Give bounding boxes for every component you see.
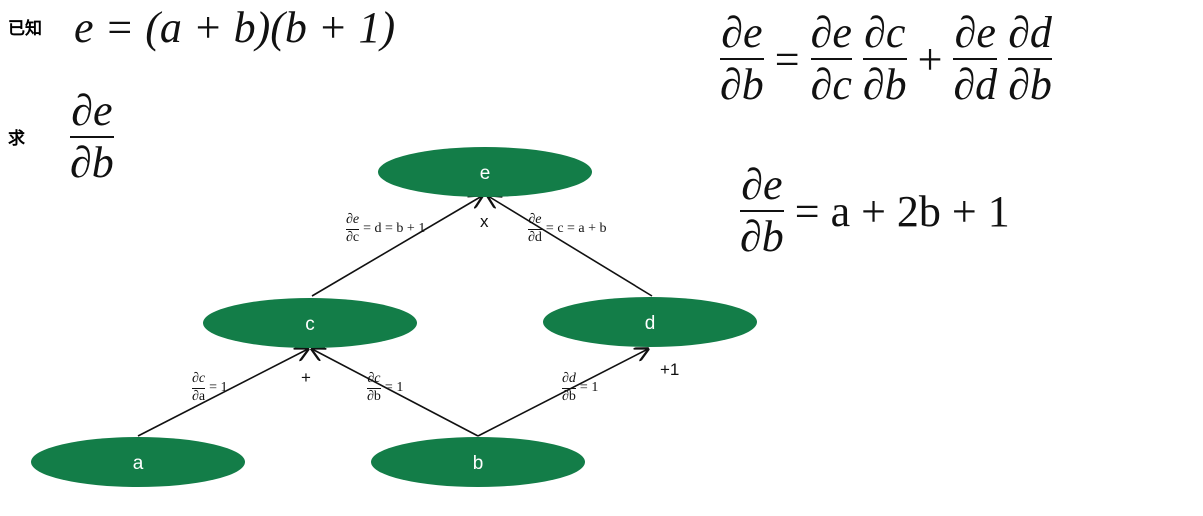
chain-plus: + [917, 34, 943, 84]
result-rhs: = a + 2b + 1 [794, 186, 1010, 236]
node-c: c [203, 298, 417, 348]
result-lhs-num: ∂e [741, 160, 783, 209]
edge-ed-den: ∂d [528, 229, 542, 245]
edge-ca-rhs: = 1 [209, 380, 228, 396]
chain-equals: = [774, 34, 800, 84]
edge-label-ca: ∂c ∂a = 1 [192, 371, 228, 404]
edge-label-cb: ∂c ∂b = 1 [367, 371, 404, 404]
edge-d-to-e [488, 196, 653, 297]
edge-ca-den: ∂a [192, 388, 206, 404]
edge-cb-num: ∂c [367, 371, 381, 386]
edge-ec-num: ∂e [346, 212, 360, 227]
edge-ed-rhs: = c = a + b [545, 221, 607, 237]
node-a-label: a [133, 453, 144, 474]
target-derivative: ∂e∂b [70, 86, 114, 188]
result-lhs-den: ∂b [740, 212, 784, 262]
node-c-label: c [305, 314, 315, 335]
edge-ed-num: ∂e [528, 212, 542, 227]
edge-c-to-e [311, 196, 482, 297]
node-d-label: d [645, 313, 656, 334]
given-equation: e = (a + b)(b + 1) [74, 3, 396, 52]
chain-t1b-den: ∂b [862, 60, 907, 110]
node-e-label: e [480, 163, 491, 184]
op-add: + [301, 368, 311, 387]
chain-t2a-den: ∂d [953, 60, 998, 110]
edge-db-rhs: = 1 [579, 380, 599, 396]
op-multiply: x [480, 212, 489, 231]
edge-db-den: ∂b [562, 388, 576, 404]
chain-t1b-num: ∂c [864, 8, 906, 57]
edge-db-num: ∂d [562, 371, 576, 386]
node-b-label: b [473, 453, 484, 474]
chain-t1a-num: ∂e [810, 8, 852, 57]
edge-cb-rhs: = 1 [384, 380, 404, 396]
chain-t2b-num: ∂d [1008, 8, 1052, 57]
given-label: 已知 [8, 19, 42, 39]
chain-t1a-den: ∂c [810, 60, 852, 110]
chain-t2b-den: ∂b [1008, 60, 1052, 110]
edge-b-to-c [312, 349, 479, 437]
result-formula: ∂e∂b = a + 2b + 1 [740, 160, 1010, 262]
edge-a-to-c [137, 349, 308, 437]
node-d: d [543, 297, 757, 347]
edge-b-to-d [477, 349, 648, 437]
chain-lhs-den: ∂b [720, 60, 764, 110]
node-a: a [31, 437, 245, 487]
chain-t2a-num: ∂e [954, 8, 996, 57]
edge-label-ec: ∂e ∂c = d = b + 1 [346, 212, 426, 245]
op-plus-one: +1 [660, 360, 680, 379]
target-den: ∂b [70, 138, 114, 188]
edge-label-ed: ∂e ∂d = c = a + b [528, 212, 607, 245]
chain-rule-formula: ∂e∂b = ∂e∂c ∂c∂b + ∂e∂d ∂d∂b [720, 8, 1052, 110]
edge-ca-num: ∂c [192, 371, 206, 386]
edge-cb-den: ∂b [367, 388, 381, 404]
edge-label-db: ∂d ∂b = 1 [562, 371, 599, 404]
find-label: 求 [8, 129, 25, 149]
target-num: ∂e [71, 86, 113, 135]
edge-ec-rhs: = d = b + 1 [363, 221, 426, 237]
chain-lhs-num: ∂e [721, 8, 763, 57]
node-b: b [371, 437, 585, 487]
edge-ec-den: ∂c [346, 229, 360, 245]
node-e: e [378, 147, 592, 197]
